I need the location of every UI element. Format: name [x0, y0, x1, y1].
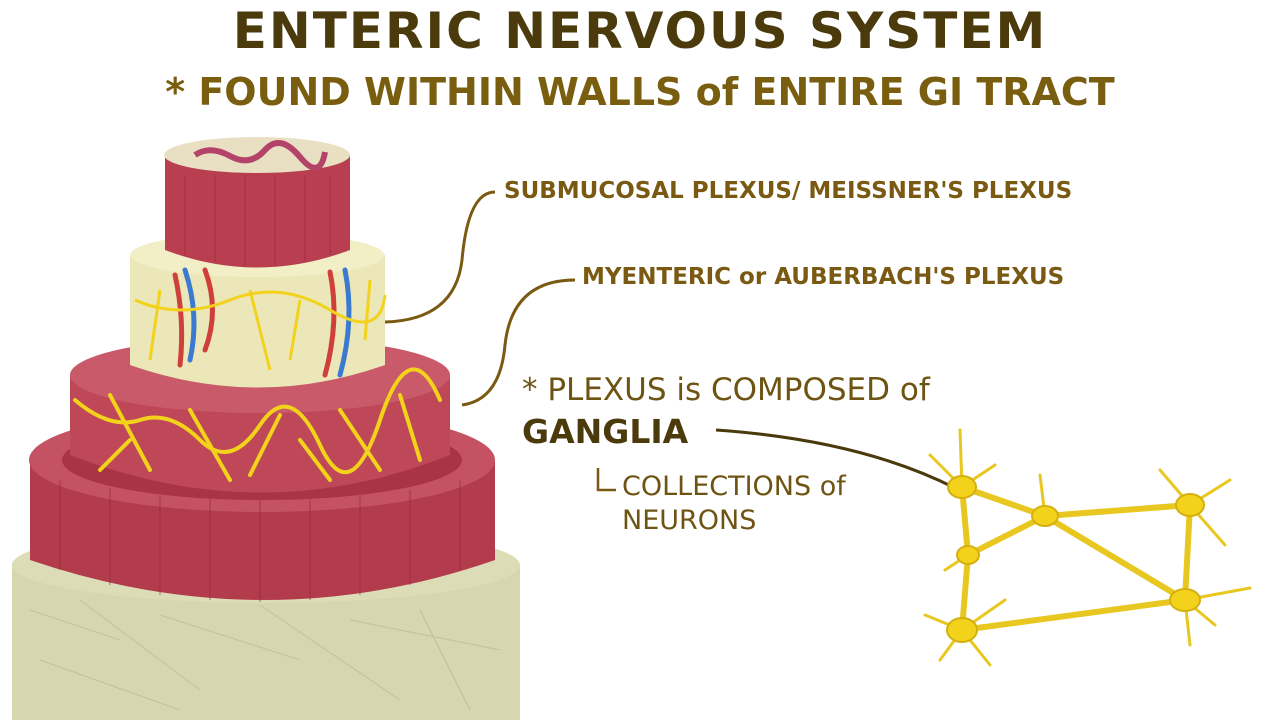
neuron-network [925, 430, 1250, 665]
collections-bracket [598, 468, 616, 490]
collections-of-neurons-line2: NEURONS [622, 504, 756, 538]
ganglia-label: GANGLIA [522, 412, 688, 451]
plexus-composed-note: * PLEXUS is COMPOSED of [522, 372, 930, 408]
submucosal-leader-line [385, 192, 495, 322]
myenteric-plexus-label: MYENTERIC or AUBERBACH'S PLEXUS [582, 264, 1064, 290]
collections-of-neurons-line1: COLLECTIONS of [622, 470, 846, 504]
submucosal-plexus-label: SUBMUCOSAL PLEXUS/ MEISSNER'S PLEXUS [504, 178, 1072, 204]
mucosa-layer [164, 137, 350, 268]
